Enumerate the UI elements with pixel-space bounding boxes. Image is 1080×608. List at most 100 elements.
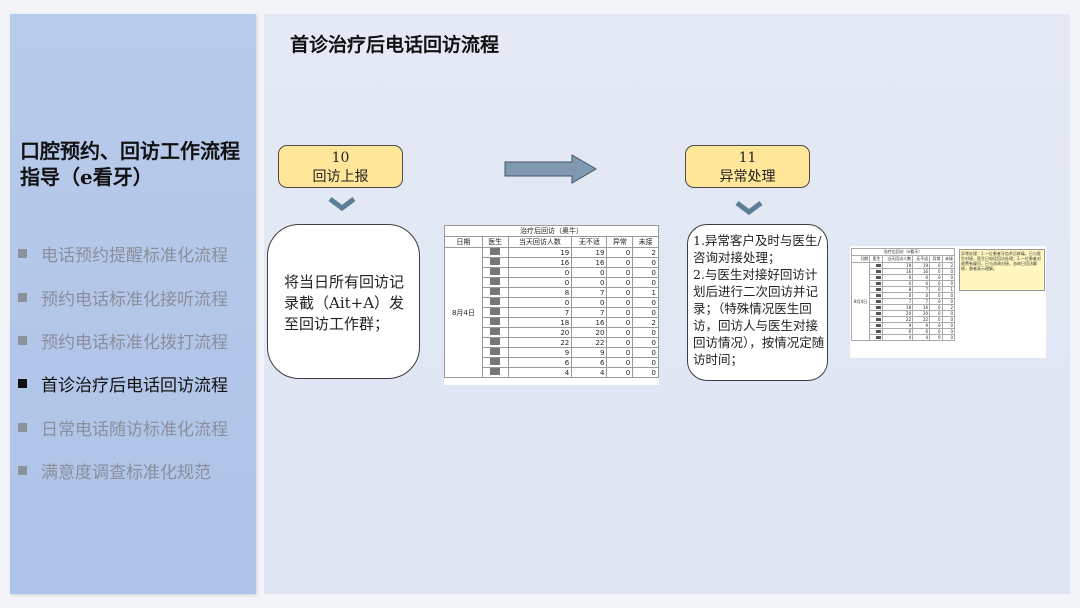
table-cell: 7 bbox=[572, 288, 607, 298]
table-cell: 20 bbox=[508, 328, 572, 338]
table-cell: 0 bbox=[607, 278, 633, 288]
table-cell: 7 bbox=[572, 308, 607, 318]
step-11-item: 2.与医生对接好回访计划后进行二次回访并记录；（特殊情况医生回访，回访人与医生对… bbox=[693, 266, 826, 368]
table-cell: 0 bbox=[508, 278, 572, 288]
table-cell: 9 bbox=[508, 348, 572, 358]
doctor-cell bbox=[482, 288, 508, 298]
doctor-cell bbox=[482, 358, 508, 368]
column-header: 医生 bbox=[482, 237, 508, 248]
redacted-name-icon bbox=[490, 278, 500, 285]
table-cell: 16 bbox=[572, 258, 607, 268]
doctor-cell bbox=[482, 308, 508, 318]
table-cell: 0 bbox=[607, 288, 633, 298]
doctor-cell bbox=[482, 338, 508, 348]
right-arrow-icon bbox=[504, 154, 599, 184]
redacted-name-icon bbox=[876, 324, 881, 327]
table-cell: 0 bbox=[633, 268, 659, 278]
square-bullet-icon bbox=[18, 293, 27, 302]
menu-item-followup-active[interactable]: 首诊治疗后电话回访流程 bbox=[18, 362, 228, 405]
table-title: 治疗后回访（e看牙） bbox=[852, 249, 955, 256]
table-cell: 0 bbox=[942, 335, 954, 341]
sidebar-heading: 口腔预约、回访工作流程指导（e看牙） bbox=[20, 138, 252, 190]
redacted-name-icon bbox=[876, 264, 881, 267]
step-number: 10 bbox=[279, 149, 402, 168]
step-10-description-bubble: 将当日所有回访记录截（Ait+A）发至回访工作群； bbox=[267, 224, 420, 379]
table-cell: 19 bbox=[508, 248, 572, 258]
menu-item-answer[interactable]: 预约电话标准化接听流程 bbox=[18, 275, 228, 318]
column-header: 异常 bbox=[930, 256, 942, 263]
table-cell: 0 bbox=[607, 318, 633, 328]
table-cell: 22 bbox=[508, 338, 572, 348]
redacted-name-icon bbox=[490, 258, 500, 265]
table-cell: 0 bbox=[633, 278, 659, 288]
menu-item-dial[interactable]: 预约电话标准化拨打流程 bbox=[18, 319, 228, 362]
redacted-name-icon bbox=[490, 318, 500, 325]
doctor-cell bbox=[482, 278, 508, 288]
table-cell: 4 bbox=[572, 368, 607, 378]
redacted-name-icon bbox=[490, 308, 500, 315]
table-cell: 0 bbox=[572, 298, 607, 308]
table-cell: 9 bbox=[572, 348, 607, 358]
redacted-name-icon bbox=[876, 288, 881, 291]
table-cell: 20 bbox=[572, 328, 607, 338]
table-cell: 0 bbox=[607, 328, 633, 338]
table-cell: 0 bbox=[633, 258, 659, 268]
menu-item-label: 预约电话标准化拨打流程 bbox=[41, 328, 228, 353]
column-header: 日期 bbox=[852, 256, 870, 263]
table-cell: 0 bbox=[633, 348, 659, 358]
menu-item-satisfaction[interactable]: 满意度调查标准化规范 bbox=[18, 449, 228, 492]
doctor-cell bbox=[482, 348, 508, 358]
square-bullet-icon bbox=[18, 466, 27, 475]
sidebar: 口腔预约、回访工作流程指导（e看牙） 电话预约提醒标准化流程 预约电话标准化接听… bbox=[10, 14, 256, 594]
redacted-name-icon bbox=[876, 306, 881, 309]
table-cell: 4 bbox=[913, 335, 930, 341]
table-cell: 0 bbox=[508, 268, 572, 278]
table-cell: 16 bbox=[508, 258, 572, 268]
redacted-name-icon bbox=[876, 312, 881, 315]
table-cell: 16 bbox=[572, 318, 607, 328]
square-bullet-icon bbox=[18, 249, 27, 258]
table-cell: 0 bbox=[633, 308, 659, 318]
square-bullet-icon bbox=[18, 336, 27, 345]
menu-item-label: 满意度调查标准化规范 bbox=[41, 458, 211, 483]
square-bullet-icon bbox=[18, 423, 27, 432]
table-cell: 0 bbox=[633, 358, 659, 368]
table-cell: 0 bbox=[572, 268, 607, 278]
table-cell: 8 bbox=[508, 288, 572, 298]
square-bullet-icon bbox=[18, 379, 27, 388]
chevron-down-icon bbox=[327, 195, 357, 215]
redacted-name-icon bbox=[876, 276, 881, 279]
doctor-cell bbox=[482, 298, 508, 308]
table-cell: 0 bbox=[607, 268, 633, 278]
column-header: 当天回访人数 bbox=[508, 237, 572, 248]
table-cell: 0 bbox=[508, 298, 572, 308]
redacted-name-icon bbox=[490, 328, 500, 335]
table-cell: 0 bbox=[607, 338, 633, 348]
step-11-description-bubble: 1.异常客户及时与医生/咨询对接处理； 2.与医生对接好回访计划后进行二次回访并… bbox=[687, 224, 828, 381]
column-header: 日期 bbox=[445, 237, 483, 248]
table-cell: 7 bbox=[508, 308, 572, 318]
date-cell: 8月4日 bbox=[445, 248, 483, 378]
step-11-box: 11 异常处理 bbox=[685, 145, 810, 188]
table-cell: 6 bbox=[508, 358, 572, 368]
column-header: 当天回访人数 bbox=[882, 256, 913, 263]
redacted-name-icon bbox=[876, 300, 881, 303]
redacted-name-icon bbox=[876, 294, 881, 297]
step-label: 回访上报 bbox=[279, 168, 402, 187]
menu-item-reminder[interactable]: 电话预约提醒标准化流程 bbox=[18, 232, 228, 275]
step-11-description: 1.异常客户及时与医生/咨询对接处理； 2.与医生对接好回访计划后进行二次回访并… bbox=[693, 232, 826, 368]
redacted-name-icon bbox=[876, 330, 881, 333]
table-cell: 0 bbox=[607, 308, 633, 318]
chevron-down-icon bbox=[734, 199, 764, 219]
table-cell: 0 bbox=[607, 348, 633, 358]
redacted-name-icon bbox=[876, 318, 881, 321]
menu-item-daily[interactable]: 日常电话随访标准化流程 bbox=[18, 406, 228, 449]
column-header: 未接 bbox=[633, 237, 659, 248]
column-header: 异常 bbox=[607, 237, 633, 248]
redacted-name-icon bbox=[876, 270, 881, 273]
doctor-cell bbox=[482, 258, 508, 268]
step-10-description: 将当日所有回访记录截（Ait+A）发至回访工作群； bbox=[284, 272, 406, 335]
